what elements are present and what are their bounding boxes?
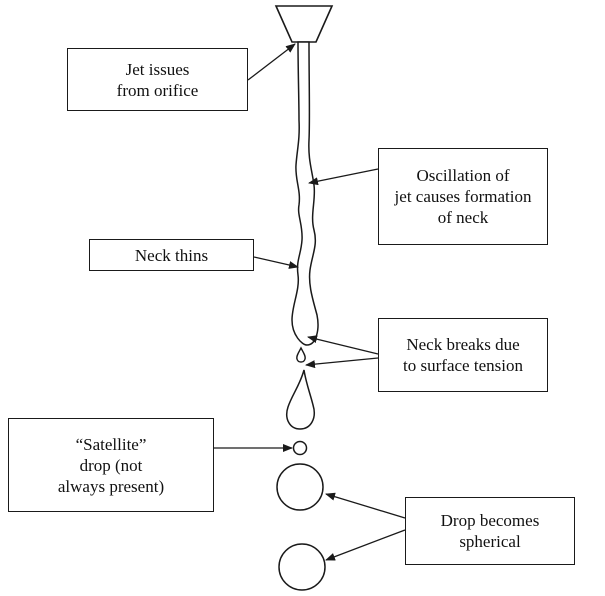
label-oscillation-line3: of neck: [438, 207, 489, 228]
label-drop-spherical-line2: spherical: [459, 531, 520, 552]
label-neck-breaks-line2: to surface tension: [403, 355, 523, 376]
label-neck-thins: Neck thins: [89, 239, 254, 271]
liquid-jet: [292, 42, 318, 345]
label-jet-issues-line1: Jet issues: [126, 59, 190, 80]
label-neck-thins-line1: Neck thins: [135, 245, 208, 266]
label-jet-issues-line2: from orifice: [117, 80, 199, 101]
arrow-oscillation: [309, 169, 378, 183]
label-neck-breaks: Neck breaks due to surface tension: [378, 318, 548, 392]
spherical-drop-2: [279, 544, 325, 590]
label-neck-breaks-line1: Neck breaks due: [406, 334, 519, 355]
label-satellite: “Satellite” drop (not always present): [8, 418, 214, 512]
arrow-neck-breaks-2: [306, 358, 378, 365]
orifice-nozzle: [276, 6, 332, 42]
label-oscillation-line1: Oscillation of: [416, 165, 509, 186]
arrow-neck-thins: [254, 257, 298, 267]
spherical-drop-1: [277, 464, 323, 510]
neck-fragment: [297, 348, 305, 362]
label-jet-issues: Jet issues from orifice: [67, 48, 248, 111]
label-drop-spherical-line1: Drop becomes: [441, 510, 540, 531]
label-drop-spherical: Drop becomes spherical: [405, 497, 575, 565]
satellite-drop: [294, 442, 307, 455]
teardrop-drop: [287, 370, 314, 429]
arrow-jet-issues: [248, 44, 295, 80]
arrow-drop-spherical-1: [326, 494, 405, 518]
label-satellite-line2: drop (not: [80, 455, 143, 476]
arrow-neck-breaks-1: [308, 337, 378, 354]
label-satellite-line1: “Satellite”: [76, 434, 147, 455]
arrow-drop-spherical-2: [326, 530, 405, 560]
label-oscillation-line2: jet causes formation: [395, 186, 532, 207]
label-oscillation: Oscillation of jet causes formation of n…: [378, 148, 548, 245]
label-satellite-line3: always present): [58, 476, 164, 497]
